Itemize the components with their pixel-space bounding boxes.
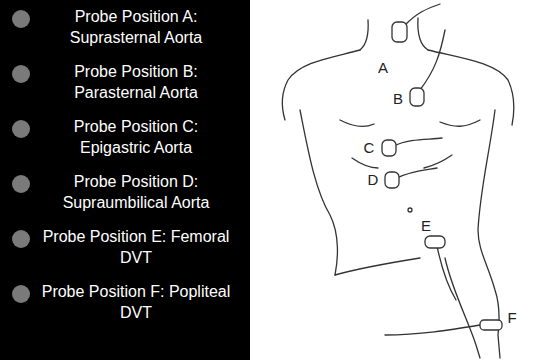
legend-text: Probe Position F: Popliteal DVT <box>38 281 234 323</box>
callout-letter: A <box>378 60 388 76</box>
callout-letter: C <box>364 140 375 156</box>
legend-item: Probe Position D: Supraumbilical Aorta <box>10 171 245 217</box>
legend-text: Probe Position B: Parasternal Aorta <box>38 61 234 103</box>
legend-item: Probe Position B: Parasternal Aorta <box>10 61 245 107</box>
legend-dot <box>12 10 30 28</box>
legend-dot <box>12 175 30 193</box>
callout-letter: E <box>421 218 431 234</box>
legend-dot <box>12 285 30 303</box>
legend-dot <box>12 120 30 138</box>
callout-letter: F <box>507 310 516 326</box>
legend-text: Probe Position E: Femoral DVT <box>38 226 234 268</box>
callout-letter: D <box>368 172 379 188</box>
legend-dot <box>12 65 30 83</box>
legend-text: Probe Position D: Supraumbilical Aorta <box>38 171 234 213</box>
callout-letter: B <box>393 91 403 107</box>
legend-text: Probe Position C: Epigastric Aorta <box>38 116 234 158</box>
legend-item: Probe Position A: Suprasternal Aorta <box>10 6 245 52</box>
legend-item: Probe Position F: Popliteal DVT <box>10 281 245 327</box>
legend-item: Probe Position E: Femoral DVT <box>10 226 245 272</box>
legend-item: Probe Position C: Epigastric Aorta <box>10 116 245 162</box>
legend-dot <box>12 230 30 248</box>
legend-text: Probe Position A: Suprasternal Aorta <box>38 6 234 48</box>
